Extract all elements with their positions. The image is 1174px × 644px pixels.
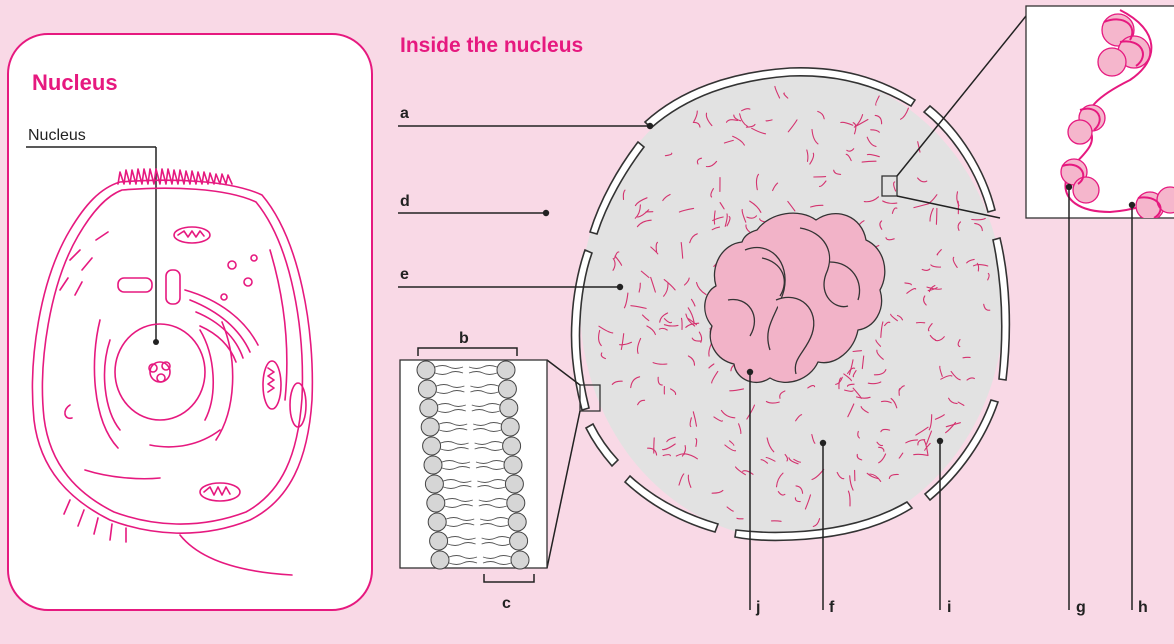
main-title: Inside the nucleus: [400, 34, 583, 57]
label-h: h: [1138, 599, 1148, 616]
label-b: b: [459, 330, 469, 347]
label-c: c: [502, 595, 511, 612]
chromatin-inset: [1026, 6, 1174, 220]
label-f: f: [829, 599, 835, 616]
panel-title: Nucleus: [32, 70, 118, 95]
label-j: j: [755, 599, 760, 616]
nucleus-label: Nucleus: [28, 127, 86, 144]
label-g: g: [1076, 599, 1086, 616]
label-a: a: [400, 105, 409, 122]
nucleus-cross-section: [547, 16, 1026, 568]
label-d: d: [400, 193, 410, 210]
cell-panel: Nucleus Nucleus: [8, 34, 372, 610]
membrane-inset: b c: [400, 330, 547, 612]
label-i: i: [947, 599, 951, 616]
label-e: e: [400, 266, 409, 283]
